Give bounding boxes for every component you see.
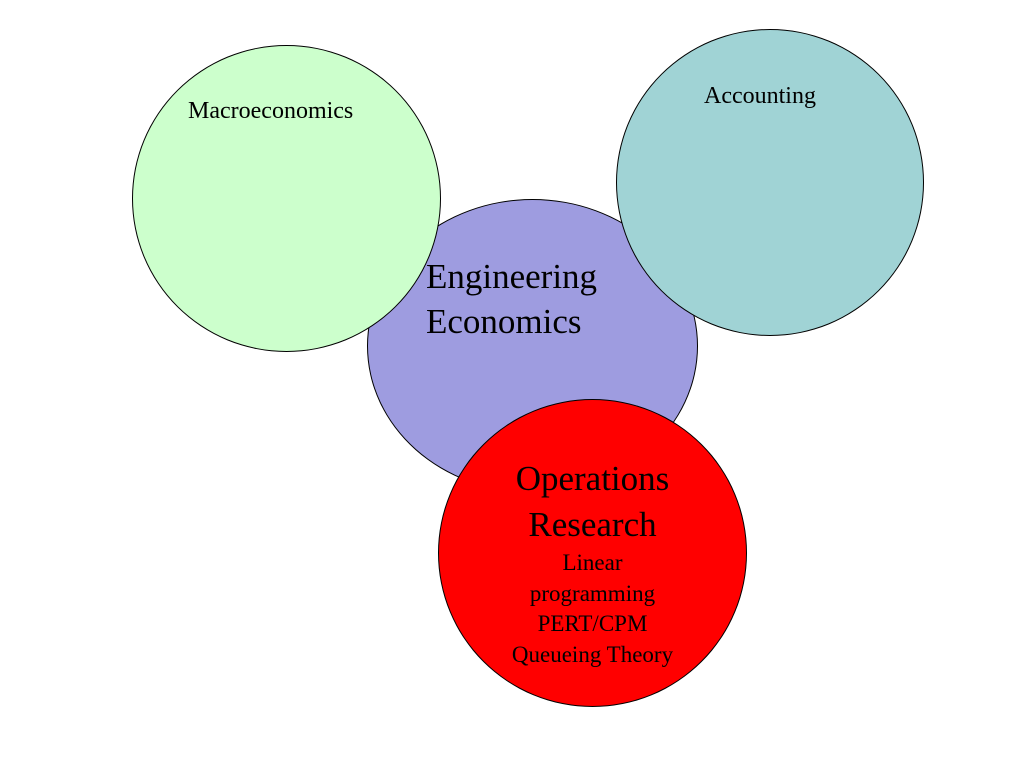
operations-research-title-line: Research — [528, 505, 657, 544]
engineering-economics-label: Engineering Economics — [426, 254, 597, 344]
operations-research-topic: programming — [529, 580, 656, 606]
operations-research-topic: PERT/CPM — [537, 611, 648, 636]
engineering-economics-line: Engineering — [426, 257, 598, 296]
accounting-label: Accounting — [704, 83, 816, 109]
operations-research-topic: Linear — [562, 550, 623, 575]
operations-research-title: Operations Research — [438, 456, 747, 548]
macroeconomics-circle — [132, 45, 441, 352]
macroeconomics-label: Macroeconomics — [188, 98, 354, 124]
engineering-economics-line: Economics — [426, 302, 582, 341]
operations-research-topic: Queueing Theory — [511, 641, 674, 667]
operations-research-text: Operations Research Linear programming P… — [438, 456, 747, 670]
operations-research-topics: Linear programming PERT/CPM Queueing The… — [438, 548, 747, 670]
operations-research-circle — [438, 399, 747, 707]
accounting-circle — [616, 29, 924, 336]
operations-research-title-line: Operations — [515, 459, 670, 498]
